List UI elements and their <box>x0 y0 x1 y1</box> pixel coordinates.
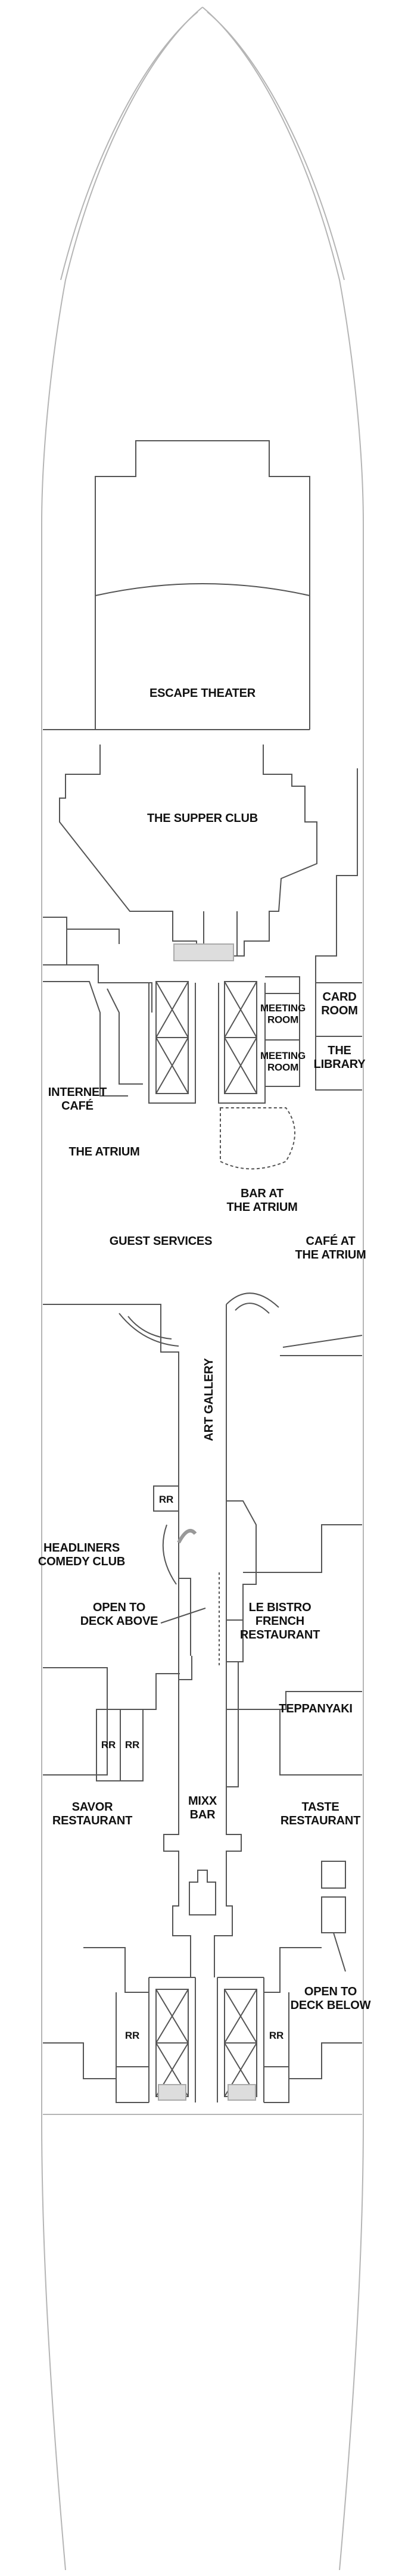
room-label-line: BAR AT <box>241 1187 284 1200</box>
room-label-line: THE ATRIUM <box>226 1201 297 1214</box>
room-label-line: ROOM <box>267 1014 298 1026</box>
restroom-5-label: RR <box>269 2030 284 2041</box>
room-label-line: CAFÉ <box>61 1099 94 1113</box>
ship-hull <box>41 7 364 2571</box>
room-label-line: TEPPANYAKI <box>279 1702 353 1715</box>
room-label-line: RR <box>125 2030 139 2041</box>
room-label-line: RR <box>269 2030 284 2041</box>
room-label-line: ROOM <box>267 1062 298 1073</box>
room-label-line: THE ATRIUM <box>295 1248 366 1261</box>
room-label-line: THE <box>328 1044 351 1057</box>
room-label-line: RESTAURANT <box>281 1814 360 1827</box>
room-label-line: RR <box>125 1739 139 1750</box>
restroom-3-label: RR <box>125 1739 139 1750</box>
room-label-line: THE SUPPER CLUB <box>147 812 258 825</box>
room-label-line: MEETING <box>260 1002 306 1014</box>
room-label-line: BAR <box>190 1808 216 1821</box>
atrium-label: THE ATRIUM <box>68 1145 139 1158</box>
restroom-4-label: RR <box>125 2030 139 2041</box>
room-label-line: ESCAPE THEATER <box>149 687 256 700</box>
art-gallery-label: ART GALLERY <box>202 1358 216 1441</box>
room-label-line: COMEDY CLUB <box>38 1555 125 1568</box>
room-label-line: RR <box>101 1739 116 1750</box>
room-label-line: TASTE <box>301 1801 339 1814</box>
room-label-line: THE ATRIUM <box>68 1145 139 1158</box>
room-label-line: INTERNET <box>48 1086 107 1099</box>
stair-hatch <box>158 943 256 2101</box>
room-label-line: LIBRARY <box>314 1058 366 1071</box>
teppanyaki-label: TEPPANYAKI <box>279 1702 353 1715</box>
room-label-line: MIXX <box>188 1795 217 1808</box>
room-label-line: ROOM <box>321 1004 357 1017</box>
room-label-line: RR <box>159 1494 173 1505</box>
room-label-line: DECK BELOW <box>291 1999 371 2012</box>
room-label-line: FRENCH <box>256 1615 304 1628</box>
room-label-line: RESTAURANT <box>240 1628 320 1641</box>
restroom-1-label: RR <box>159 1494 173 1505</box>
room-label-line: OPEN TO <box>304 1985 357 1998</box>
room-label-line: CARD <box>323 990 357 1004</box>
room-label-line: HEADLINERS <box>43 1541 120 1555</box>
room-label-line: OPEN TO <box>93 1601 145 1614</box>
restroom-2-label: RR <box>101 1739 116 1750</box>
escape-theater-label: ESCAPE THEATER <box>149 687 256 700</box>
room-label-line: DECK ABOVE <box>80 1615 158 1628</box>
room-label-line: RESTAURANT <box>52 1814 132 1827</box>
supper-club-label: THE SUPPER CLUB <box>147 812 258 825</box>
room-label-line: LE BISTRO <box>249 1601 311 1614</box>
room-label-line: CAFÉ AT <box>306 1234 355 1248</box>
guest-services-label: GUEST SERVICES <box>110 1235 212 1248</box>
room-label-line: GUEST SERVICES <box>110 1235 212 1248</box>
room-label-line: SAVOR <box>72 1801 113 1814</box>
room-label-line: ART GALLERY <box>202 1358 216 1441</box>
room-label-line: MEETING <box>260 1050 306 1061</box>
deck-walls <box>43 440 363 2103</box>
